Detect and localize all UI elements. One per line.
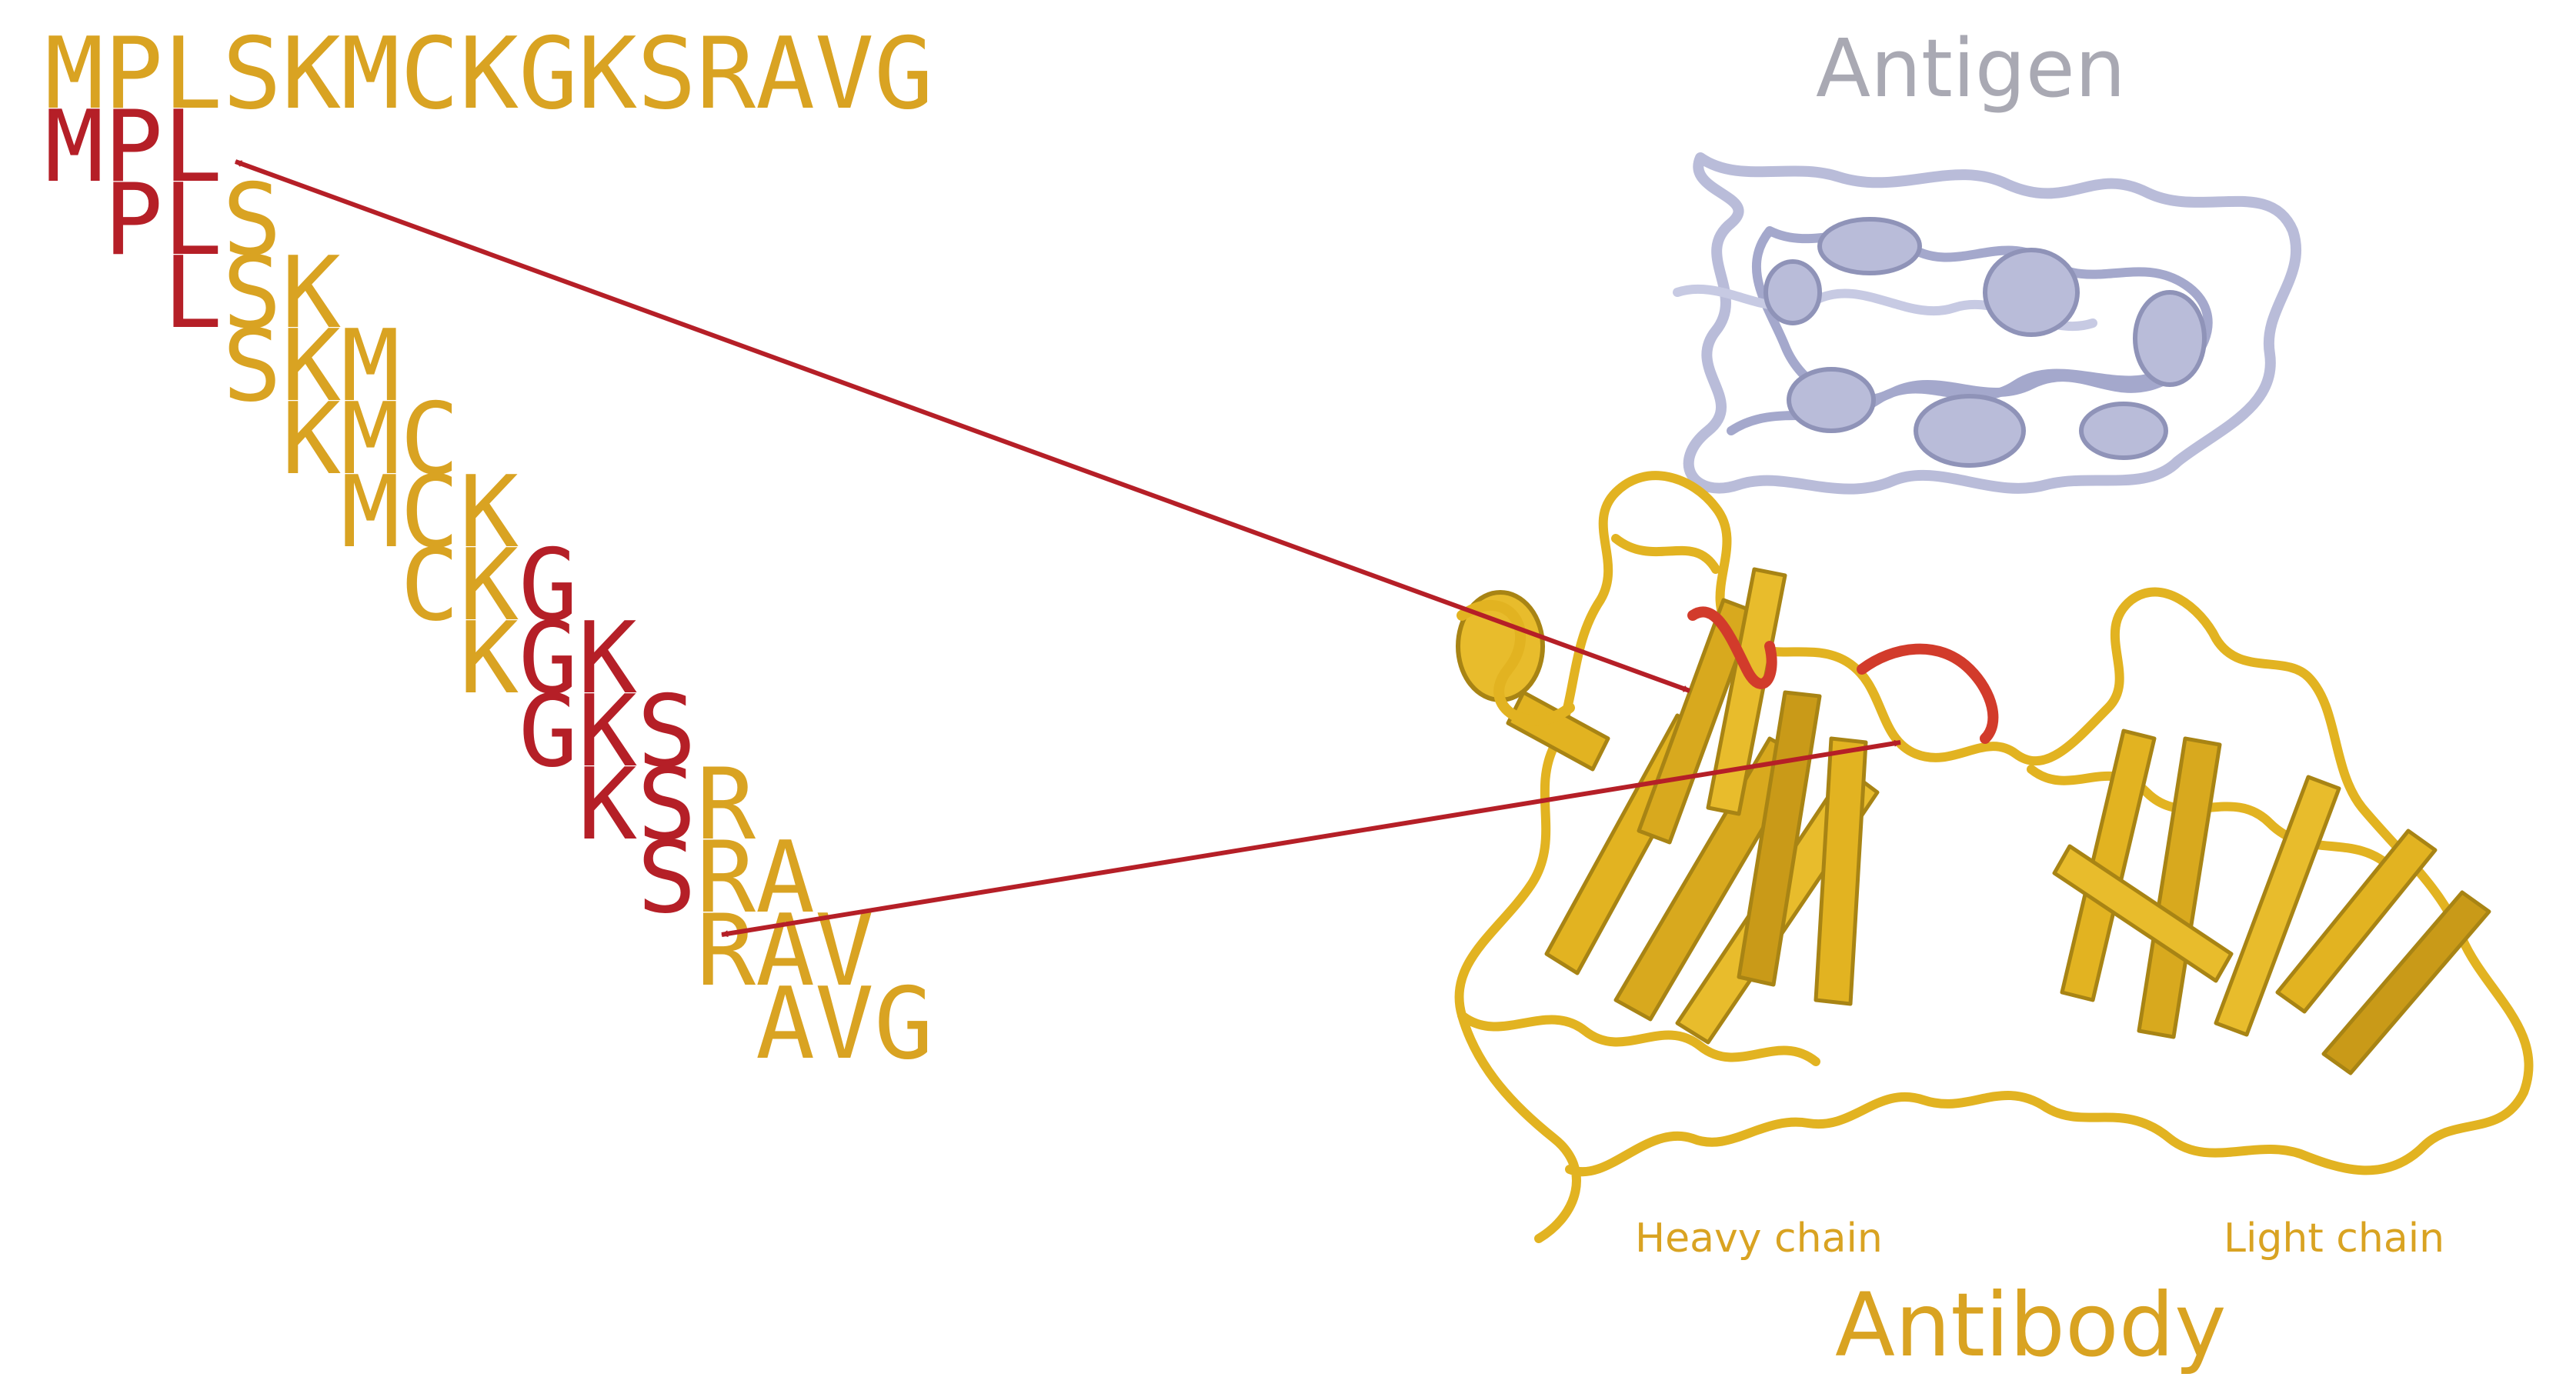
full-sequence: MPLSKMCKGKSRAVG: [45, 17, 933, 132]
heavy-chain-label: Heavy chain: [1635, 1215, 1883, 1262]
kmer-residue: M: [45, 90, 104, 205]
sequence-residue: A: [756, 17, 815, 132]
sequence-residue: M: [45, 17, 104, 132]
kmer-residue: S: [637, 675, 696, 789]
kmer-gks: GKS: [519, 675, 696, 789]
kmer-residue: G: [519, 675, 578, 789]
kmer-residue: C: [400, 528, 459, 643]
kmer-residue: P: [104, 163, 163, 278]
kmer-residue: L: [163, 163, 222, 278]
sequence-residue: P: [104, 17, 163, 132]
kmer-residue: P: [104, 90, 163, 205]
kmer-residue: S: [222, 309, 282, 424]
kmer-avg: AVG: [756, 967, 933, 1082]
kmer-residue: L: [163, 90, 222, 205]
kmer-residue: V: [815, 967, 874, 1082]
sequence-residue: V: [815, 17, 874, 132]
kmer-residue: S: [637, 821, 696, 935]
kmer-residue: K: [578, 675, 637, 789]
sequence-residue: M: [341, 17, 400, 132]
kmer-residue: K: [459, 602, 519, 716]
sequence-residue: C: [400, 17, 459, 132]
kmer-residue: K: [578, 748, 637, 862]
kmer-residue: A: [756, 967, 815, 1082]
protein-ribbon-antibody-icon: [1454, 471, 2534, 1243]
antibody-label: Antibody: [1835, 1274, 2227, 1376]
sequence-residue: L: [163, 17, 222, 132]
light-chain-label: Light chain: [2224, 1215, 2444, 1262]
sequence-residue: S: [222, 17, 282, 132]
sequence-residue: G: [519, 17, 578, 132]
kmer-residue: G: [874, 967, 933, 1082]
sequence-residue: K: [578, 17, 637, 132]
arrow-gks-to-antibody: [721, 739, 1901, 938]
kmer-residue: M: [341, 455, 400, 570]
sequence-residue: K: [282, 17, 341, 132]
arrow-mpl-to-antibody: [234, 159, 1691, 693]
kmer-residue: S: [637, 748, 696, 862]
kmer-residue: L: [163, 236, 222, 351]
kmer-residue: R: [696, 894, 756, 1009]
kmer-mpl: MPL: [45, 90, 222, 205]
sequence-residue: R: [696, 17, 756, 132]
sequence-residue: S: [637, 17, 696, 132]
sequence-residue: G: [874, 17, 933, 132]
kmer-residue: K: [282, 382, 341, 497]
antigen-label: Antigen: [1816, 22, 2126, 115]
sequence-residue: K: [459, 17, 519, 132]
protein-ribbon-antigen-icon: [1673, 152, 2302, 495]
